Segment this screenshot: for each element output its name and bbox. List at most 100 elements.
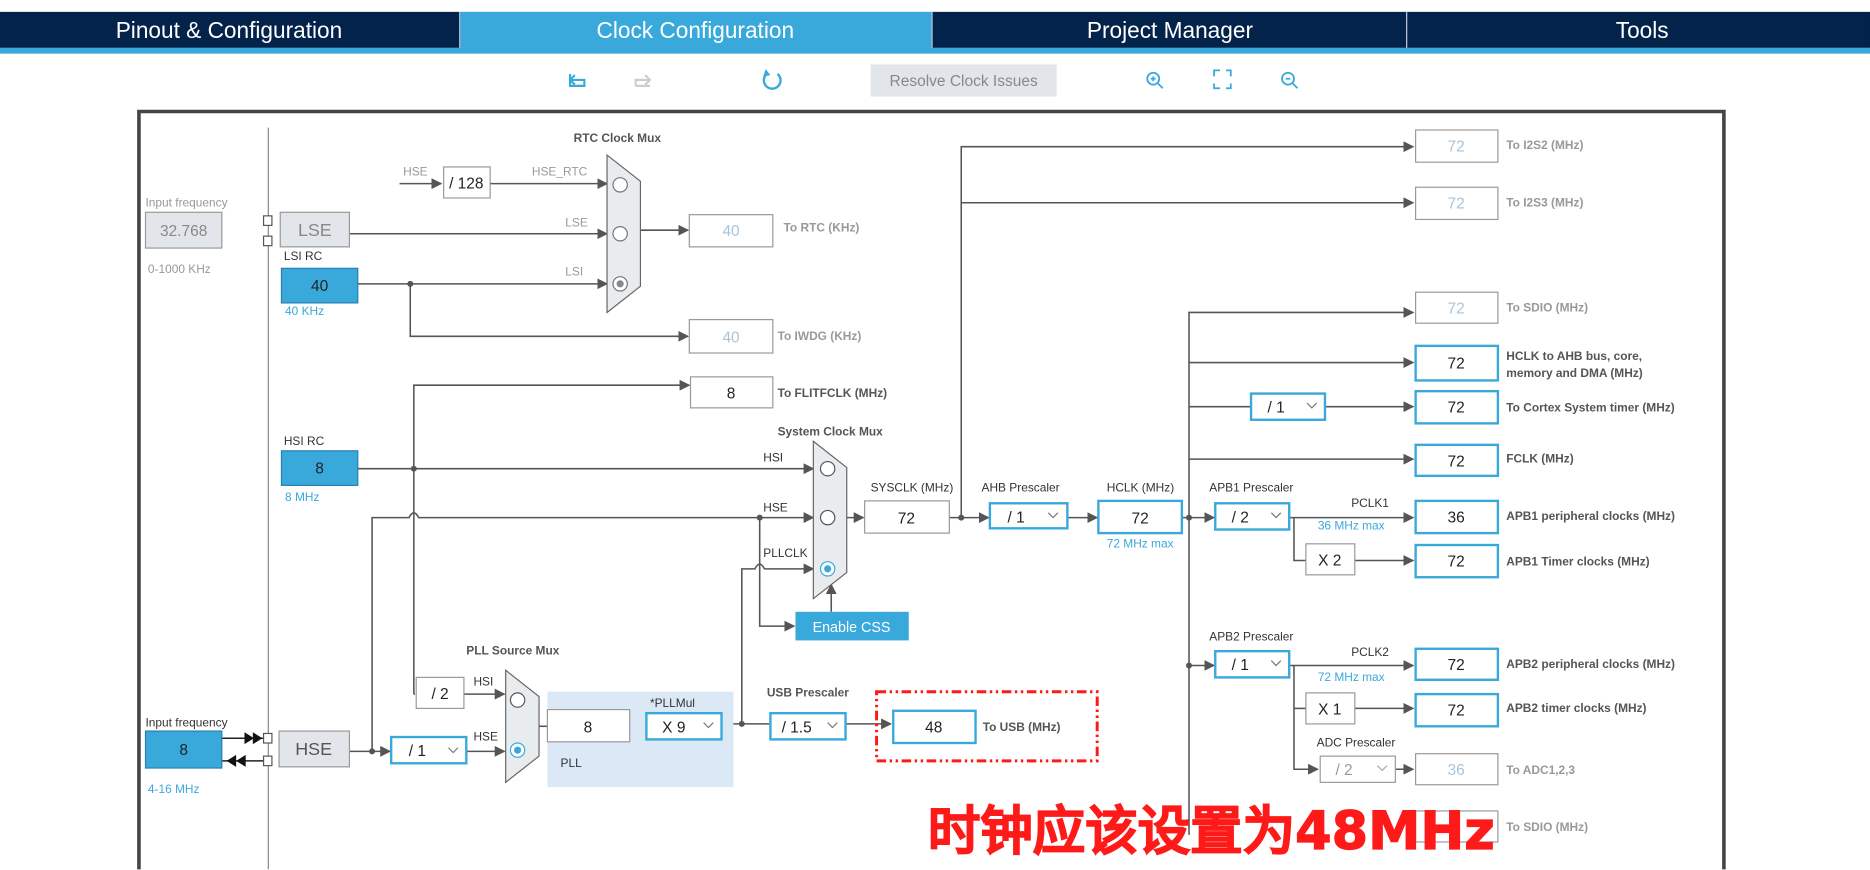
sdio-output: 72 bbox=[1415, 291, 1499, 324]
tab-label: Tools bbox=[1616, 17, 1669, 43]
chevron-down-icon bbox=[1270, 660, 1282, 667]
i2s2-output: 72 bbox=[1415, 129, 1499, 163]
lse-block[interactable]: LSE bbox=[279, 211, 351, 248]
cortex-timer-output[interactable]: 72 bbox=[1414, 389, 1500, 425]
redo-icon[interactable] bbox=[634, 74, 652, 87]
apb2-peripheral-output[interactable]: 72 bbox=[1414, 647, 1500, 681]
pllmul-value: X 9 bbox=[662, 719, 685, 736]
rtc-hse-divider: / 128 bbox=[443, 166, 491, 199]
diagram-frame bbox=[137, 109, 1726, 870]
undo-icon[interactable] bbox=[568, 73, 586, 87]
rtc-output-field: 40 bbox=[688, 214, 774, 248]
hclk-ahb-output[interactable]: 72 bbox=[1414, 344, 1500, 382]
hse-input-value: 8 bbox=[179, 742, 188, 759]
pllsrc-radio-hsi[interactable] bbox=[509, 692, 526, 708]
lse-connector-pin bbox=[262, 235, 273, 247]
hclk-ahb-label-line1: HCLK to AHB bus, core, bbox=[1506, 349, 1642, 363]
apb2-timer-mult-value: X 1 bbox=[1318, 701, 1341, 718]
iwdg-label: To IWDG (KHz) bbox=[778, 329, 862, 343]
hse-input-frequency-field[interactable]: 8 bbox=[144, 730, 223, 769]
cortex-prescaler-select[interactable]: / 1 bbox=[1249, 392, 1327, 421]
hclk-ahb-value: 72 bbox=[1448, 356, 1465, 373]
apb1-prescaler-select[interactable]: / 2 bbox=[1214, 502, 1291, 531]
resolve-clock-issues-button[interactable]: Resolve Clock Issues bbox=[870, 64, 1057, 97]
apb2-peripheral-label: APB2 peripheral clocks (MHz) bbox=[1506, 657, 1675, 671]
iwdg-output-field: 40 bbox=[688, 319, 774, 354]
hsi-frequency: 8 MHz bbox=[285, 490, 319, 504]
apb2-timer-multiplier: X 1 bbox=[1305, 692, 1356, 725]
apb2-timer-output[interactable]: 72 bbox=[1414, 692, 1500, 728]
rtc-mux-radio-hse[interactable] bbox=[612, 177, 628, 193]
fit-icon[interactable] bbox=[1213, 69, 1232, 90]
ahb-prescaler-select[interactable]: / 1 bbox=[988, 502, 1069, 530]
pclk1-max: 36 MHz max bbox=[1318, 519, 1385, 533]
adc-prescaler-label: ADC Prescaler bbox=[1317, 736, 1396, 750]
hse-prediv-select[interactable]: / 1 bbox=[389, 735, 468, 765]
rtc-mux-radio-lse[interactable] bbox=[612, 225, 628, 242]
hclk-field[interactable]: 72 bbox=[1097, 499, 1184, 535]
sysclk-label: SYSCLK (MHz) bbox=[871, 480, 954, 494]
tab-clock-configuration[interactable]: Clock Configuration bbox=[460, 11, 932, 48]
hsi-rc-block[interactable]: 8 bbox=[280, 450, 359, 486]
lsi-frequency: 40 KHz bbox=[285, 304, 324, 318]
chevron-down-icon bbox=[827, 722, 838, 729]
sdio-value: 72 bbox=[1448, 301, 1465, 318]
cortex-prescaler-value: / 1 bbox=[1267, 400, 1284, 417]
enable-css-button[interactable]: Enable CSS bbox=[795, 611, 909, 641]
adc-label: To ADC1,2,3 bbox=[1506, 763, 1575, 777]
adc-prescaler-value: / 2 bbox=[1335, 762, 1352, 779]
zoom-out-icon[interactable] bbox=[1281, 71, 1299, 89]
tab-tools[interactable]: Tools bbox=[1407, 11, 1870, 48]
pll-label: PLL bbox=[561, 756, 583, 770]
adc-prescaler-select[interactable]: / 2 bbox=[1319, 755, 1396, 783]
apb1-peripheral-output[interactable]: 36 bbox=[1414, 499, 1500, 535]
apb1-timer-output[interactable]: 72 bbox=[1414, 543, 1500, 579]
i2s2-value: 72 bbox=[1448, 138, 1465, 155]
wires bbox=[221, 141, 1415, 835]
lse-label: LSE bbox=[298, 220, 332, 240]
lse-input-frequency-field[interactable]: 32.768 bbox=[144, 211, 223, 249]
tab-label: Project Manager bbox=[1087, 17, 1254, 43]
chevron-down-icon bbox=[447, 747, 459, 754]
zoom-in-icon[interactable] bbox=[1146, 71, 1164, 89]
apb1-timer-multiplier: X 2 bbox=[1305, 543, 1356, 576]
sysmux-radio-pllclk[interactable] bbox=[819, 561, 836, 577]
hclk-label: HCLK (MHz) bbox=[1107, 480, 1175, 494]
hclk-ahb-label-line2: memory and DMA (MHz) bbox=[1506, 366, 1643, 380]
hse-block[interactable]: HSE bbox=[278, 730, 351, 768]
rtc-mux-radio-lsi[interactable] bbox=[612, 276, 628, 292]
fclk-value: 72 bbox=[1448, 453, 1465, 470]
lse-range: 0-1000 KHz bbox=[148, 262, 211, 276]
tab-pinout[interactable]: Pinout & Configuration bbox=[0, 11, 460, 48]
pllmul-select[interactable]: X 9 bbox=[645, 711, 723, 741]
usb-output-field: 48 bbox=[892, 709, 977, 745]
rtc-lsi-label: LSI bbox=[565, 264, 583, 278]
sysclk-field[interactable]: 72 bbox=[864, 500, 950, 534]
sysmux-radio-hsi[interactable] bbox=[819, 460, 836, 477]
rtc-output-value: 40 bbox=[722, 223, 740, 240]
chevron-down-icon bbox=[1270, 512, 1282, 519]
lsi-rc-block[interactable]: 40 bbox=[280, 267, 359, 304]
usb-prescaler-select[interactable]: / 1.5 bbox=[769, 711, 847, 741]
flitfclk-value: 8 bbox=[727, 385, 736, 402]
tab-label: Clock Configuration bbox=[596, 17, 794, 43]
apb1-timer-value: 72 bbox=[1448, 553, 1465, 570]
refresh-icon[interactable] bbox=[762, 69, 782, 90]
apb2-prescaler-label: APB2 Prescaler bbox=[1209, 629, 1293, 643]
apb1-timer-label: APB1 Timer clocks (MHz) bbox=[1506, 554, 1649, 568]
pllsrc-radio-hse[interactable] bbox=[509, 742, 526, 758]
annotation-text: 时钟应该设置为48MHz bbox=[928, 801, 1495, 862]
apb2-prescaler-select[interactable]: / 1 bbox=[1214, 649, 1291, 679]
chevron-down-icon bbox=[1377, 765, 1388, 772]
sysmux-radio-hse[interactable] bbox=[819, 509, 836, 526]
lse-connector-pin bbox=[262, 215, 273, 226]
apb1-timer-mult-value: X 2 bbox=[1318, 552, 1341, 569]
pll-input-field: 8 bbox=[546, 709, 631, 743]
sdio2-output bbox=[1415, 810, 1499, 843]
hse-range: 4-16 MHz bbox=[148, 782, 200, 796]
fclk-output[interactable]: 72 bbox=[1414, 443, 1500, 478]
tab-project-manager[interactable]: Project Manager bbox=[932, 11, 1407, 48]
usb-output-label: To USB (MHz) bbox=[983, 720, 1061, 734]
